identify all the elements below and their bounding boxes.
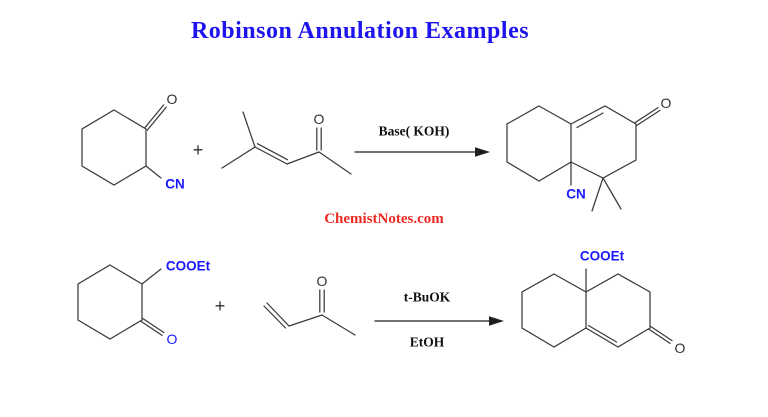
- r1-product-cyano-label: CN: [566, 186, 586, 202]
- r2-reactant1-ester-label: COOEt: [165, 258, 211, 274]
- r1-reactant2-oxygen-label: O: [313, 111, 325, 127]
- r2-conditions-above-label: t-BuOK: [403, 289, 451, 305]
- r2-reactant2-oxygen-label: O: [316, 273, 328, 289]
- r2-product-ester-label: COOEt: [579, 248, 625, 264]
- r1-reactant1-cyano-label: CN: [165, 176, 185, 192]
- reactant-cyanocyclohexanone-skeleton: [81, 104, 167, 186]
- r1-product-oxygen-label: O: [660, 95, 672, 111]
- product-2-skeleton: [521, 268, 673, 348]
- page-title: Robinson Annulation Examples: [190, 18, 530, 44]
- r1-plus-sign: +: [192, 140, 204, 160]
- r2-reactant1-oxygen-label: O: [166, 331, 178, 347]
- reactant-mvk-skeleton: [263, 289, 356, 336]
- r2-conditions-below-label: EtOH: [409, 334, 445, 350]
- r2-product-oxygen-label: O: [674, 340, 686, 356]
- r2-plus-sign: +: [214, 296, 226, 316]
- reaction-arrow-2: [374, 316, 504, 326]
- product-1-skeleton: [506, 105, 661, 212]
- r1-conditions-label: Base( KOH): [378, 123, 450, 139]
- reaction-arrow-1: [354, 147, 490, 157]
- reactant-keto-ester-skeleton: [77, 264, 165, 340]
- r1-reactant1-oxygen-label: O: [166, 91, 178, 107]
- watermark: ChemistNotes.com: [324, 211, 444, 227]
- reactant-mesityl-oxide-skeleton: [221, 111, 352, 175]
